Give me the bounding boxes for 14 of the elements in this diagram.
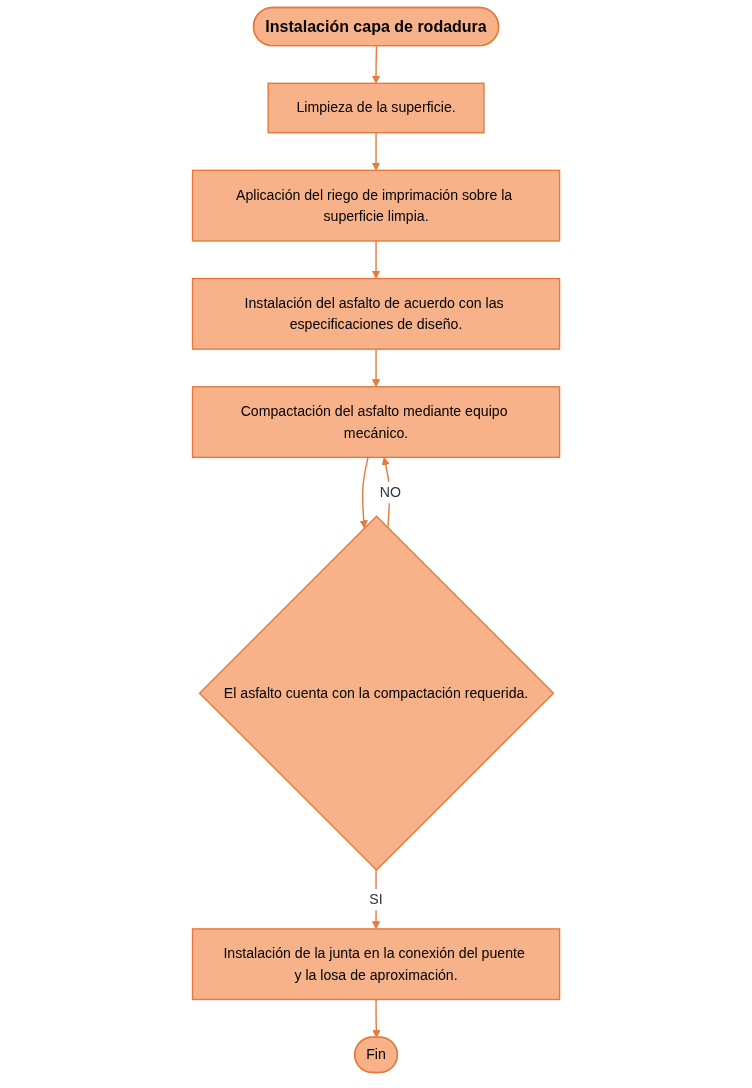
arrow [371,240,381,279]
edge-label: NO [379,483,401,500]
node-diamond: El asfalto cuenta con la compactación requerida. [198,515,555,872]
arrow [371,348,381,388]
arrow [371,45,381,84]
node-box: Compactación del asfalto mediante equipo mecánico. [191,386,561,459]
node-box: Instalación de la junta en la conexión del puente y la losa de aproximación. [191,928,561,1001]
arrow [371,132,381,171]
node-box: Instalación del asfalto de acuerdo con las especificaciones de diseño. [191,277,561,350]
node-box: Aplicación del riego de imprimación sobre la superficie limpia. [191,169,561,242]
arrow [359,456,369,529]
node-box: Limpieza de la superficie. [267,82,485,134]
arrow [372,998,381,1038]
edge-label: SI [369,890,383,907]
